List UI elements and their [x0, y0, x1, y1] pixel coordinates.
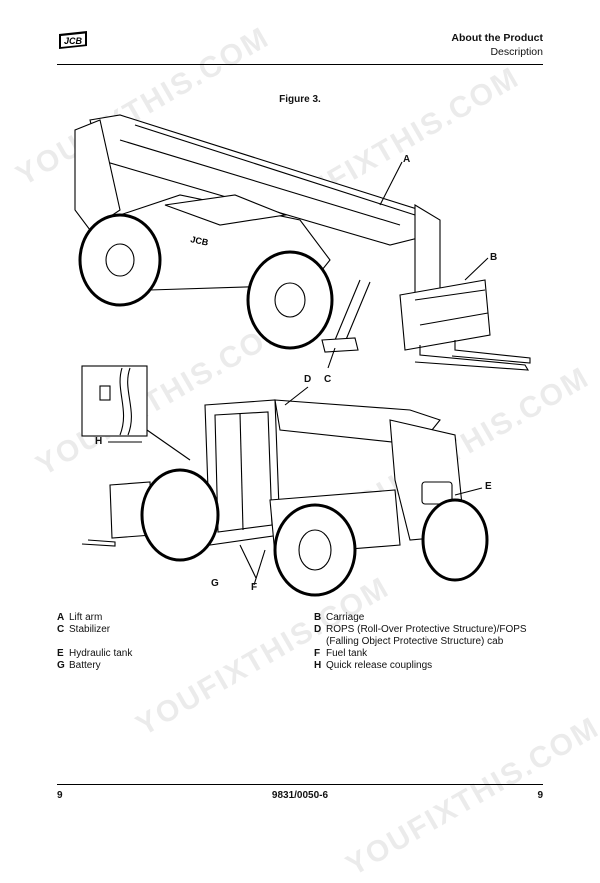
jcb-logo-icon: JCB — [59, 31, 87, 49]
jcb-logo-text: JCB — [64, 36, 83, 46]
svg-text:JCB: JCB — [190, 234, 210, 248]
callout-f: F — [251, 582, 258, 593]
page-number-left: 9 — [57, 790, 63, 801]
figure-caption: Figure 3. — [279, 94, 321, 105]
callout-d: D — [304, 374, 312, 385]
header-divider — [57, 64, 543, 65]
footer-divider — [57, 784, 543, 785]
header-subtitle: Description — [490, 46, 543, 58]
callout-a: A — [403, 154, 411, 165]
callout-h: H — [95, 436, 103, 447]
header: About the Product Description — [451, 31, 543, 59]
telehandler-rear-illustration — [81, 365, 489, 597]
document-number: 9831/0050-6 — [271, 790, 329, 801]
callout-g: G — [211, 578, 219, 589]
header-title: About the Product — [451, 32, 543, 44]
page-number-right: 9 — [537, 790, 543, 801]
callout-b: B — [490, 252, 498, 263]
telehandler-front-illustration: JCB — [74, 114, 531, 371]
legend-item: (Falling Object Protective Structure) ca… — [326, 636, 504, 647]
callout-e: E — [485, 481, 492, 492]
callout-c: C — [324, 374, 332, 385]
